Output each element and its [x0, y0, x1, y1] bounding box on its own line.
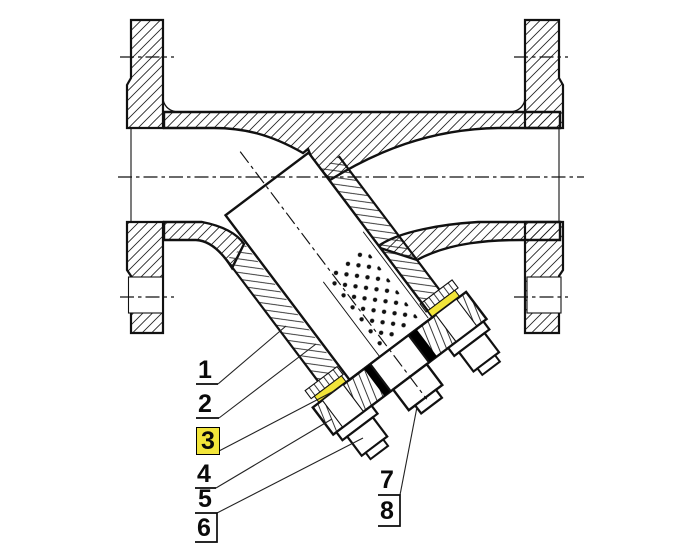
right-flange-upper: [523, 18, 565, 130]
branch-wall-lower: [226, 245, 338, 382]
callout-3: 3: [196, 427, 220, 455]
leader-line-2: [218, 343, 317, 419]
plug-thread-shadow-upper: [408, 329, 438, 363]
bracket-5-6: [195, 512, 218, 543]
strainer-branch: [223, 150, 502, 461]
leader-line-7-8: [399, 406, 418, 496]
screen-zone-lines: [322, 231, 429, 361]
callout-6: 6: [197, 514, 211, 542]
callout-2: 2: [198, 390, 212, 418]
callout-8: 8: [380, 497, 394, 525]
bracket-7-8: [378, 494, 401, 527]
leader-line-4: [215, 418, 333, 489]
callout-7: 7: [380, 466, 394, 494]
right-flange-bolt-hole: [526, 276, 562, 314]
branch-centerline: [239, 151, 428, 400]
plug-thread-shadow-lower: [363, 364, 391, 397]
bolt-nut-upper-right: [446, 319, 502, 377]
leader-lines: [215, 325, 418, 514]
left-hub-fillet: [162, 99, 179, 113]
callout-underlines: [195, 383, 401, 543]
centerlines: [118, 56, 584, 298]
left-flange-bolt-hole: [127, 276, 164, 314]
leader-line-1: [217, 325, 287, 385]
screen-perforations: [325, 246, 419, 347]
callout-5: 5: [198, 485, 212, 513]
bolt-tip-lower: [364, 438, 390, 461]
branch-wall-upper: [319, 156, 440, 305]
pipe-top-wall: [162, 110, 562, 182]
bolt-nut-lower-left: [334, 404, 390, 461]
branch-wall-outlines: [225, 155, 441, 382]
leader-line-5-6: [216, 437, 364, 514]
bolt-tip-upper: [476, 353, 502, 377]
callout-1: 1: [198, 356, 212, 384]
leader-line-3: [218, 390, 335, 452]
callout-4: 4: [197, 460, 211, 488]
left-flange-upper: [125, 18, 165, 130]
right-hub-fillet: [509, 99, 526, 113]
